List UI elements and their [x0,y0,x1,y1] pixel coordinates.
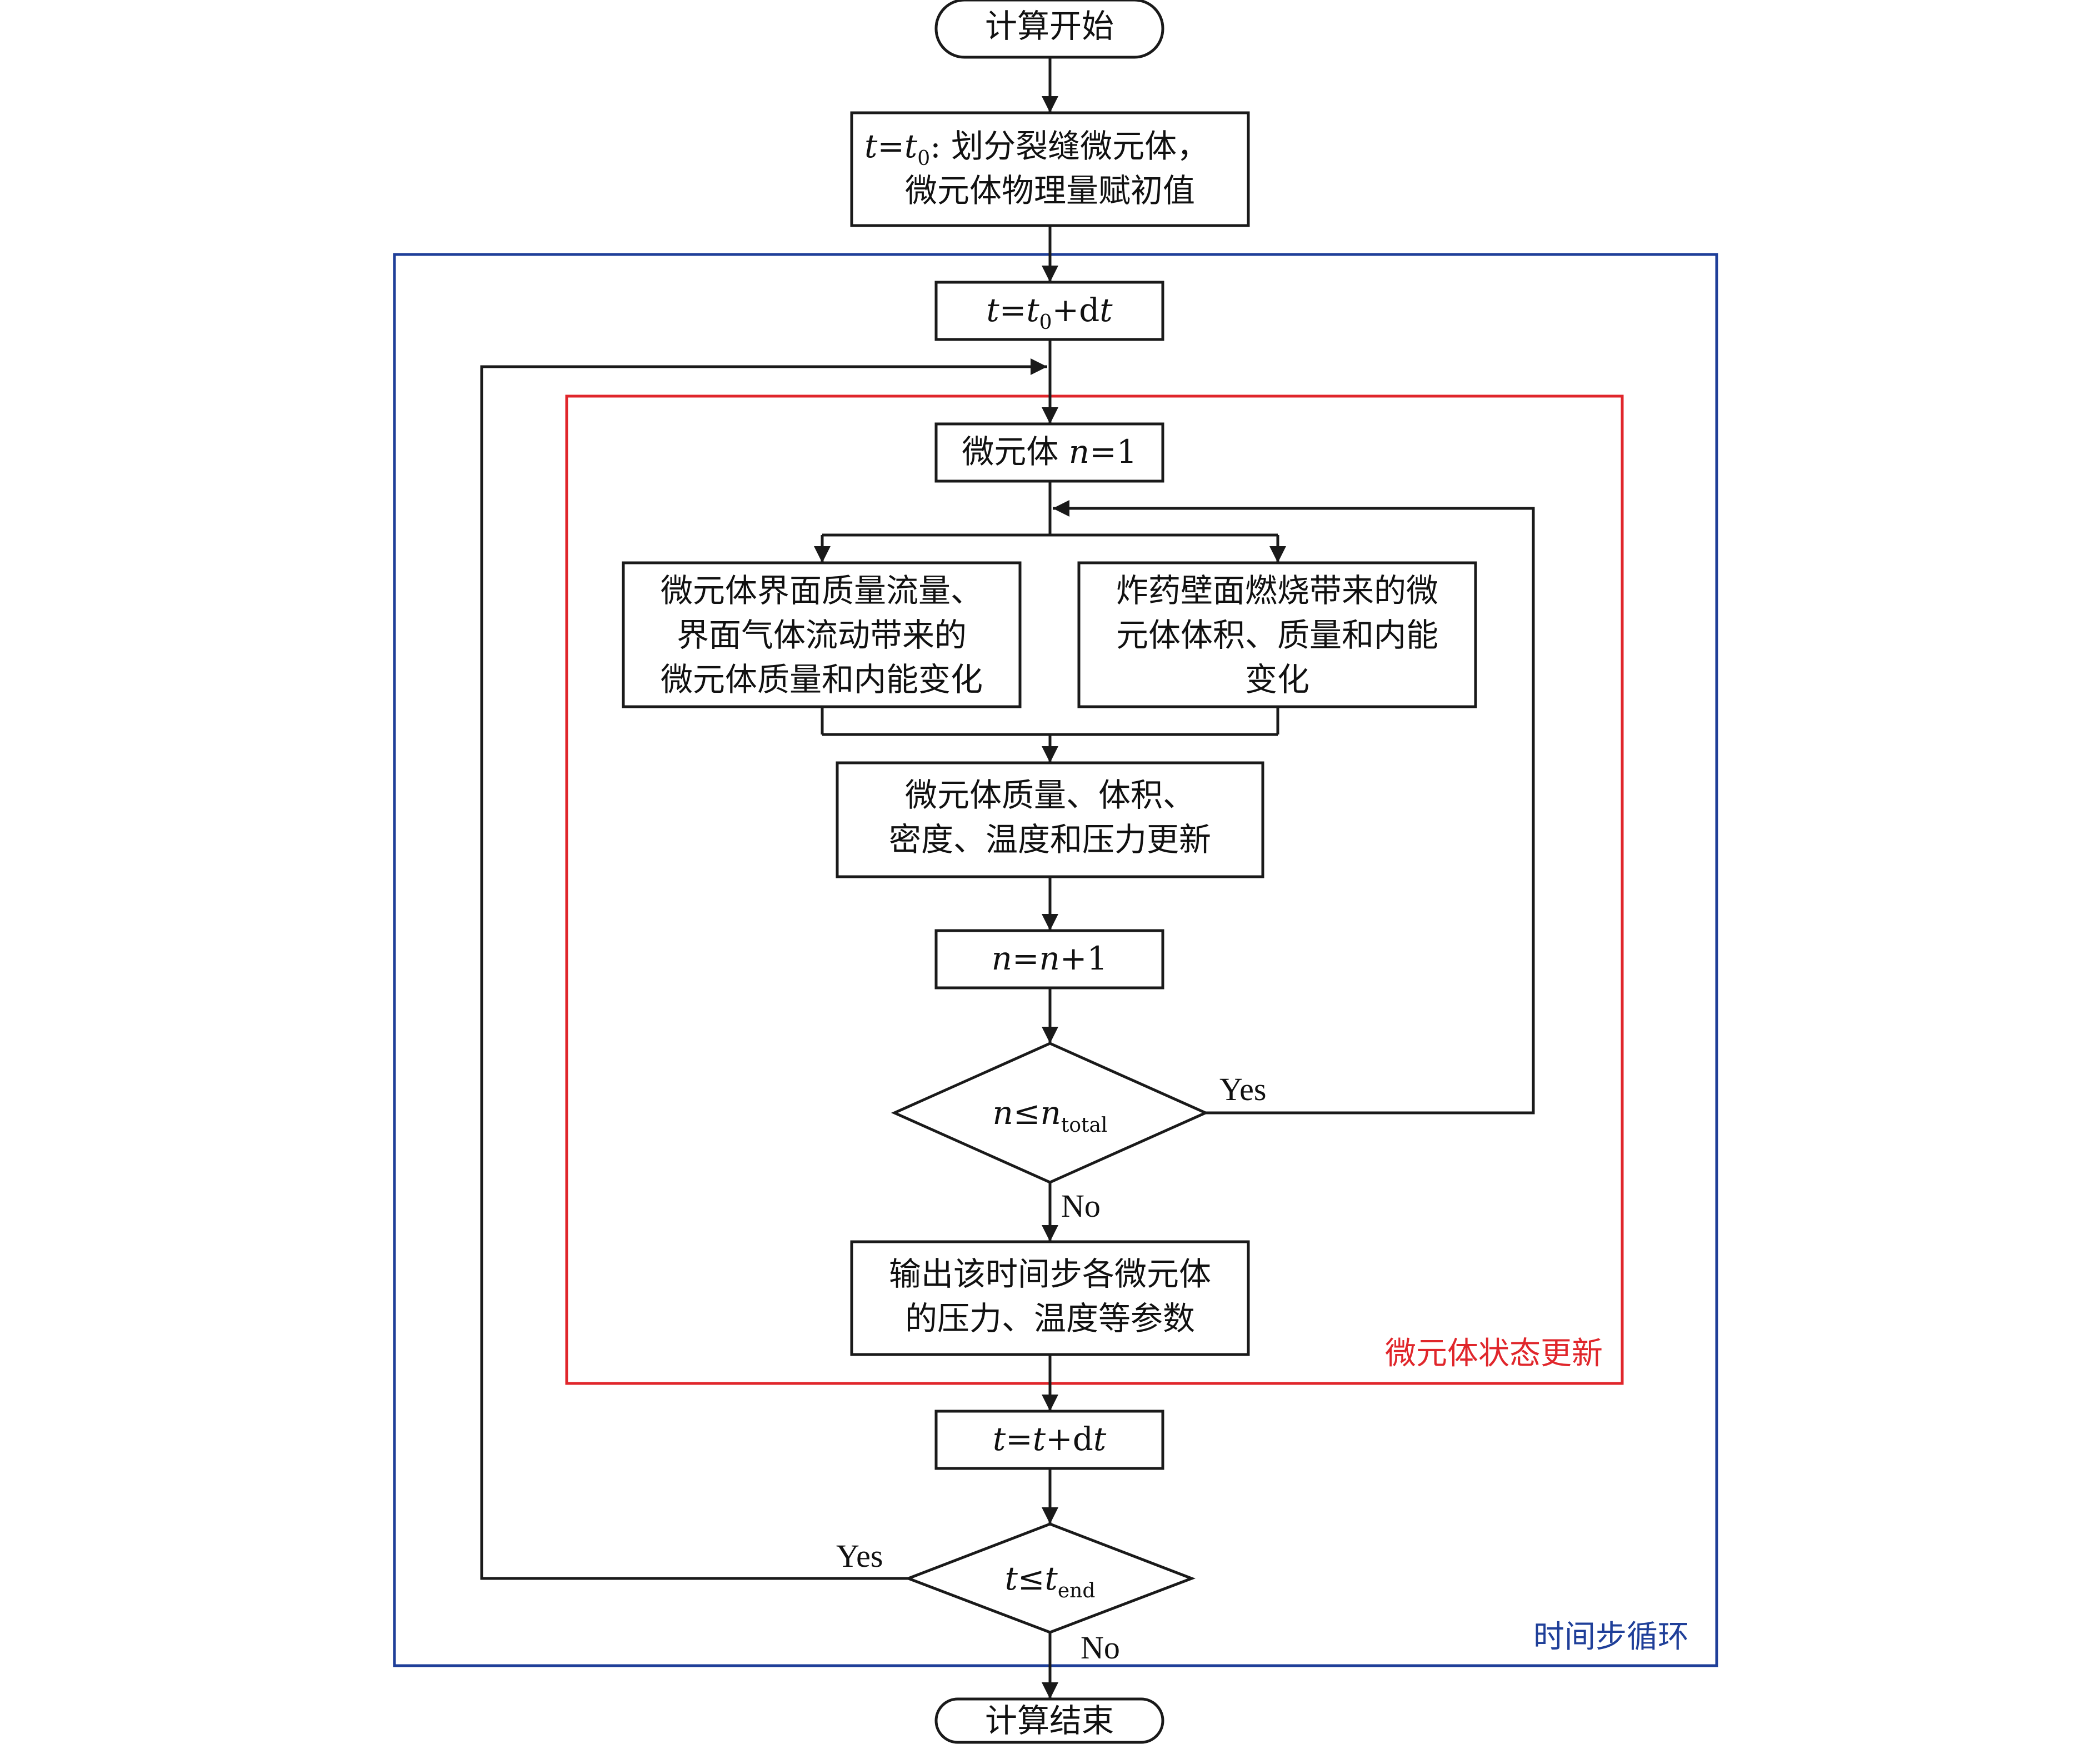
inner-no-label: No [1061,1188,1101,1224]
outer-no-label: No [1081,1630,1120,1666]
svg-text:炸药壁面燃烧带来的微: 炸药壁面燃烧带来的微 [1116,572,1438,609]
connectors [480,57,1535,1699]
time-init-box: t=t0+dt [934,281,1164,341]
svg-text:元体体积、质量和内能: 元体体积、质量和内能 [1116,616,1438,654]
svg-text:计算开始: 计算开始 [985,7,1114,45]
svg-text:t≤tend: t≤tend [1005,1560,1096,1602]
element-count-decision: n≤ntotal [891,1042,1209,1184]
region-label-outer: 时间步循环 [1533,1619,1689,1655]
svg-text:t=t+dt: t=t+dt [993,1420,1107,1458]
svg-text:的压力、温度等参数: 的压力、温度等参数 [905,1300,1195,1337]
svg-text:微元体物理量赋初值: 微元体物理量赋初值 [905,172,1195,209]
element-index-init-box: 微元体 n=1 [934,422,1164,483]
element-increment-box: n=n+1 [934,929,1164,990]
region-time-step-loop [393,253,1718,1667]
inner-yes-label: Yes [1219,1071,1266,1107]
svg-text:变化: 变化 [1245,661,1309,698]
svg-text:微元体界面质量流量、: 微元体界面质量流量、 [661,572,983,609]
svg-text:微元体 n=1: 微元体 n=1 [962,433,1137,471]
region-label-inner: 微元体状态更新 [1385,1336,1603,1372]
svg-text:微元体质量和内能变化: 微元体质量和内能变化 [661,661,983,698]
init-box: t=t0: 划分裂缝微元体， 微元体物理量赋初值 [850,111,1250,227]
region-element-state-update [565,394,1624,1385]
svg-text:微元体质量、体积、: 微元体质量、体积、 [905,776,1195,814]
svg-text:密度、温度和压力更新: 密度、温度和压力更新 [889,821,1211,858]
svg-text:界面气体流动带来的: 界面气体流动带来的 [677,616,967,654]
svg-text:n≤ntotal: n≤ntotal [993,1094,1108,1137]
end-terminal: 计算结束 [934,1697,1164,1744]
svg-text:计算结束: 计算结束 [985,1702,1114,1740]
wall-combustion-box: 炸药壁面燃烧带来的微 元体体积、质量和内能 变化 [1077,561,1477,708]
interface-flow-box: 微元体界面质量流量、 界面气体流动带来的 微元体质量和内能变化 [622,561,1022,708]
output-box: 输出该时间步各微元体 的压力、温度等参数 [850,1240,1250,1356]
svg-text:t=t0+dt: t=t0+dt [986,291,1113,334]
outer-yes-label: Yes [836,1538,883,1574]
svg-text:n=n+1: n=n+1 [992,940,1108,977]
state-update-box: 微元体质量、体积、 密度、温度和压力更新 [836,761,1264,878]
svg-text:t=t0: 划分裂缝微元体，: t=t0: 划分裂缝微元体， [864,127,1209,170]
svg-text:输出该时间步各微元体: 输出该时间步各微元体 [889,1255,1211,1293]
time-increment-box: t=t+dt [934,1410,1164,1470]
time-end-decision: t≤tend [904,1522,1196,1634]
start-terminal: 计算开始 [934,0,1164,59]
